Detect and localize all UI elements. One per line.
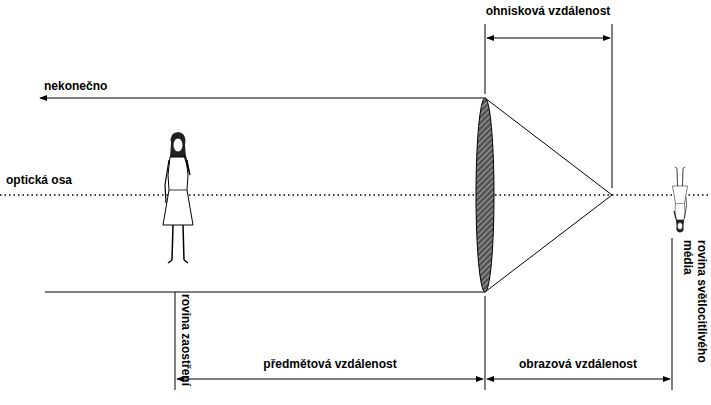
dimension-label: ohnisková vzdálenost <box>486 4 611 18</box>
plane-label: rovina zaostření <box>179 294 193 394</box>
dimension-label: obrazová vzdálenost <box>519 357 637 371</box>
axis-label: optická osa <box>6 173 72 187</box>
direction-label: nekonečno <box>44 79 107 93</box>
dimension-label: předmětová vzdálenost <box>263 357 396 371</box>
plane-label: rovina světlocitlivého média <box>681 240 709 398</box>
